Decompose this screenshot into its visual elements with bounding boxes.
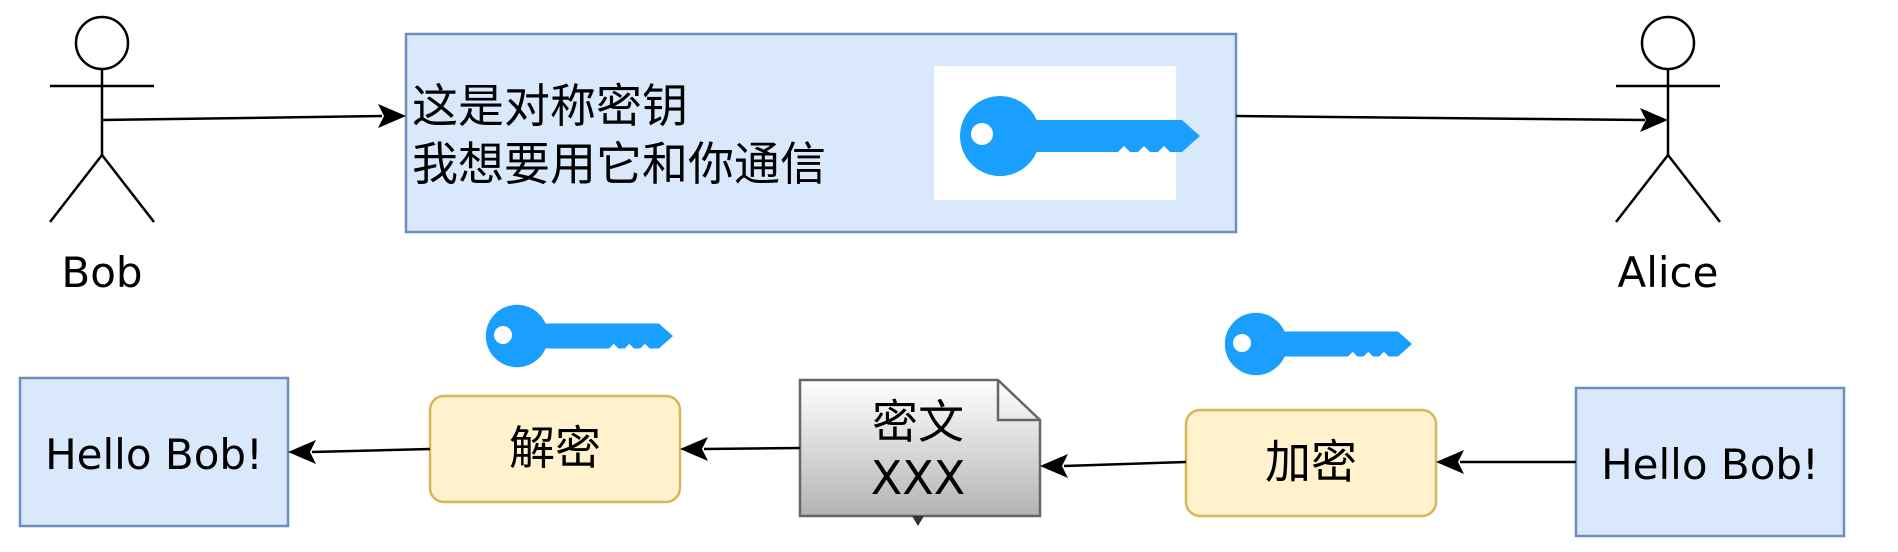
plaintext-box-right <box>1574 386 1846 538</box>
encrypt-label: 加密 <box>1265 435 1357 489</box>
bob-head <box>74 15 130 71</box>
alice-label: Alice <box>1617 248 1718 297</box>
plaintext-left-text: Hello Bob! <box>45 430 263 479</box>
encrypt-key-icon <box>1224 312 1412 376</box>
ciphertext-document <box>798 378 1042 518</box>
arrow-bob-to-message <box>101 104 406 128</box>
ciphertext-tail <box>912 516 924 526</box>
plaintext-right-text: Hello Bob! <box>1601 440 1819 489</box>
decrypt-label: 解密 <box>509 421 601 475</box>
key-hole <box>971 123 993 145</box>
bob-actor <box>49 15 155 223</box>
decrypt-key-hole <box>494 326 512 344</box>
bob-label: Bob <box>61 248 142 297</box>
encrypt-key-hole <box>1233 334 1251 352</box>
ciphertext-line-1: 密文 <box>872 395 964 449</box>
message-line-2: 我想要用它和你通信 <box>412 137 826 191</box>
alice-actor <box>1615 15 1721 223</box>
decrypt-key-icon <box>485 304 673 368</box>
arrow-encrypt-to-ciphertext <box>1040 454 1187 478</box>
ciphertext-fold <box>996 380 1040 422</box>
alice-head <box>1640 15 1696 71</box>
arrow-decrypt-to-plaintext <box>288 440 431 464</box>
plaintext-box-left <box>18 376 290 528</box>
arrow-plaintext-to-encrypt <box>1436 450 1576 474</box>
message-line-1: 这是对称密钥 <box>412 79 688 133</box>
ciphertext-line-2: XXX <box>871 451 966 505</box>
arrow-message-to-alice <box>1235 108 1668 132</box>
arrow-ciphertext-to-decrypt <box>680 437 801 461</box>
